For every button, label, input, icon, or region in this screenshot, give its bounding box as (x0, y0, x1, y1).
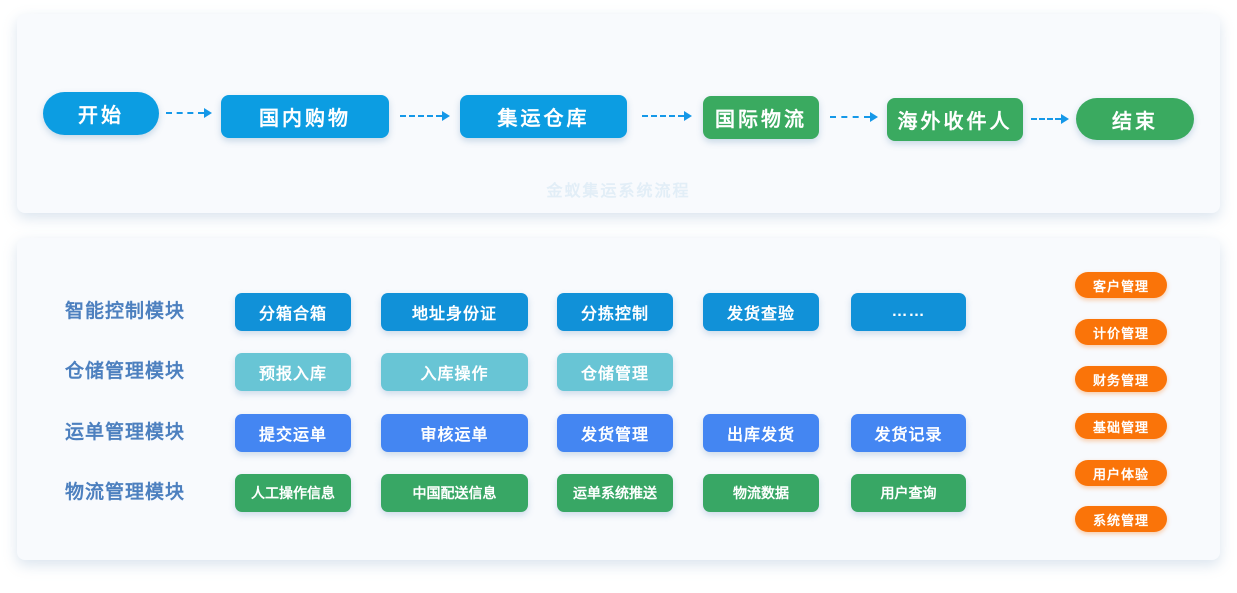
module-chip[interactable]: …… (851, 293, 966, 331)
module-chip[interactable]: 入库操作 (381, 353, 528, 391)
side-pill[interactable]: 客户管理 (1075, 272, 1167, 298)
module-chip[interactable]: 地址身份证 (381, 293, 528, 331)
module-chip[interactable]: 分拣控制 (557, 293, 673, 331)
watermark-text: 金蚁集运系统流程 (546, 183, 691, 200)
module-chip[interactable]: 发货查验 (703, 293, 819, 331)
flow-node-international-logistics: 国际物流 (703, 96, 819, 139)
side-pill[interactable]: 系统管理 (1075, 506, 1167, 532)
flow-arrow-icon (400, 111, 450, 121)
flow-arrow-icon (166, 108, 212, 118)
flow-node-start: 开始 (43, 92, 159, 135)
flow-arrow-icon (830, 112, 878, 122)
flow-arrow-icon (642, 111, 692, 121)
module-chip[interactable]: 发货记录 (851, 414, 966, 452)
module-row: 智能控制模块 分箱合箱地址身份证分拣控制发货查验 …… (17, 293, 1220, 331)
module-chip[interactable]: 分箱合箱 (235, 293, 351, 331)
module-chip[interactable]: 人工操作信息 (235, 474, 351, 512)
module-row-label: 运单管理模块 (65, 422, 186, 443)
module-row: 运单管理模块 提交运单审核运单发货管理出库发货发货记录 (17, 414, 1220, 452)
side-pill[interactable]: 财务管理 (1075, 366, 1167, 392)
module-chip[interactable]: 物流数据 (703, 474, 819, 512)
module-row-label: 物流管理模块 (65, 482, 186, 503)
flow-arrow-icon (1031, 114, 1069, 124)
module-chip[interactable]: 运单系统推送 (557, 474, 673, 512)
module-chip[interactable]: 用户查询 (851, 474, 966, 512)
flow-node-end: 结束 (1076, 98, 1194, 140)
module-chip[interactable]: 出库发货 (703, 414, 819, 452)
module-chip[interactable]: 中国配送信息 (381, 474, 528, 512)
module-row-label: 智能控制模块 (65, 301, 186, 322)
side-pill[interactable]: 计价管理 (1075, 319, 1167, 345)
side-pill[interactable]: 用户体验 (1075, 460, 1167, 486)
module-chip[interactable]: 仓储管理 (557, 353, 673, 391)
module-chip[interactable]: 审核运单 (381, 414, 528, 452)
module-row: 物流管理模块 人工操作信息中国配送信息运单系统推送物流数据用户查询 (17, 474, 1220, 512)
module-row: 仓储管理模块 预报入库入库操作仓储管理 (17, 353, 1220, 391)
modules-panel: 智能控制模块 分箱合箱地址身份证分拣控制发货查验 …… 仓储管理模块 预报入库入库操作仓… (17, 238, 1220, 560)
module-chip[interactable]: 发货管理 (557, 414, 673, 452)
flow-diagram-panel: 开始 国内购物 集运仓库 国际物流 海外收件人 结束 金蚁集运系统流程 (17, 14, 1220, 213)
flow-node-domestic-shopping: 国内购物 (221, 95, 389, 138)
module-chip[interactable]: 提交运单 (235, 414, 351, 452)
flow-node-consolidation-warehouse: 集运仓库 (460, 95, 627, 138)
flow-node-overseas-recipient: 海外收件人 (887, 98, 1023, 141)
side-pill[interactable]: 基础管理 (1075, 413, 1167, 439)
module-chip[interactable]: 预报入库 (235, 353, 351, 391)
module-row-label: 仓储管理模块 (65, 361, 186, 382)
